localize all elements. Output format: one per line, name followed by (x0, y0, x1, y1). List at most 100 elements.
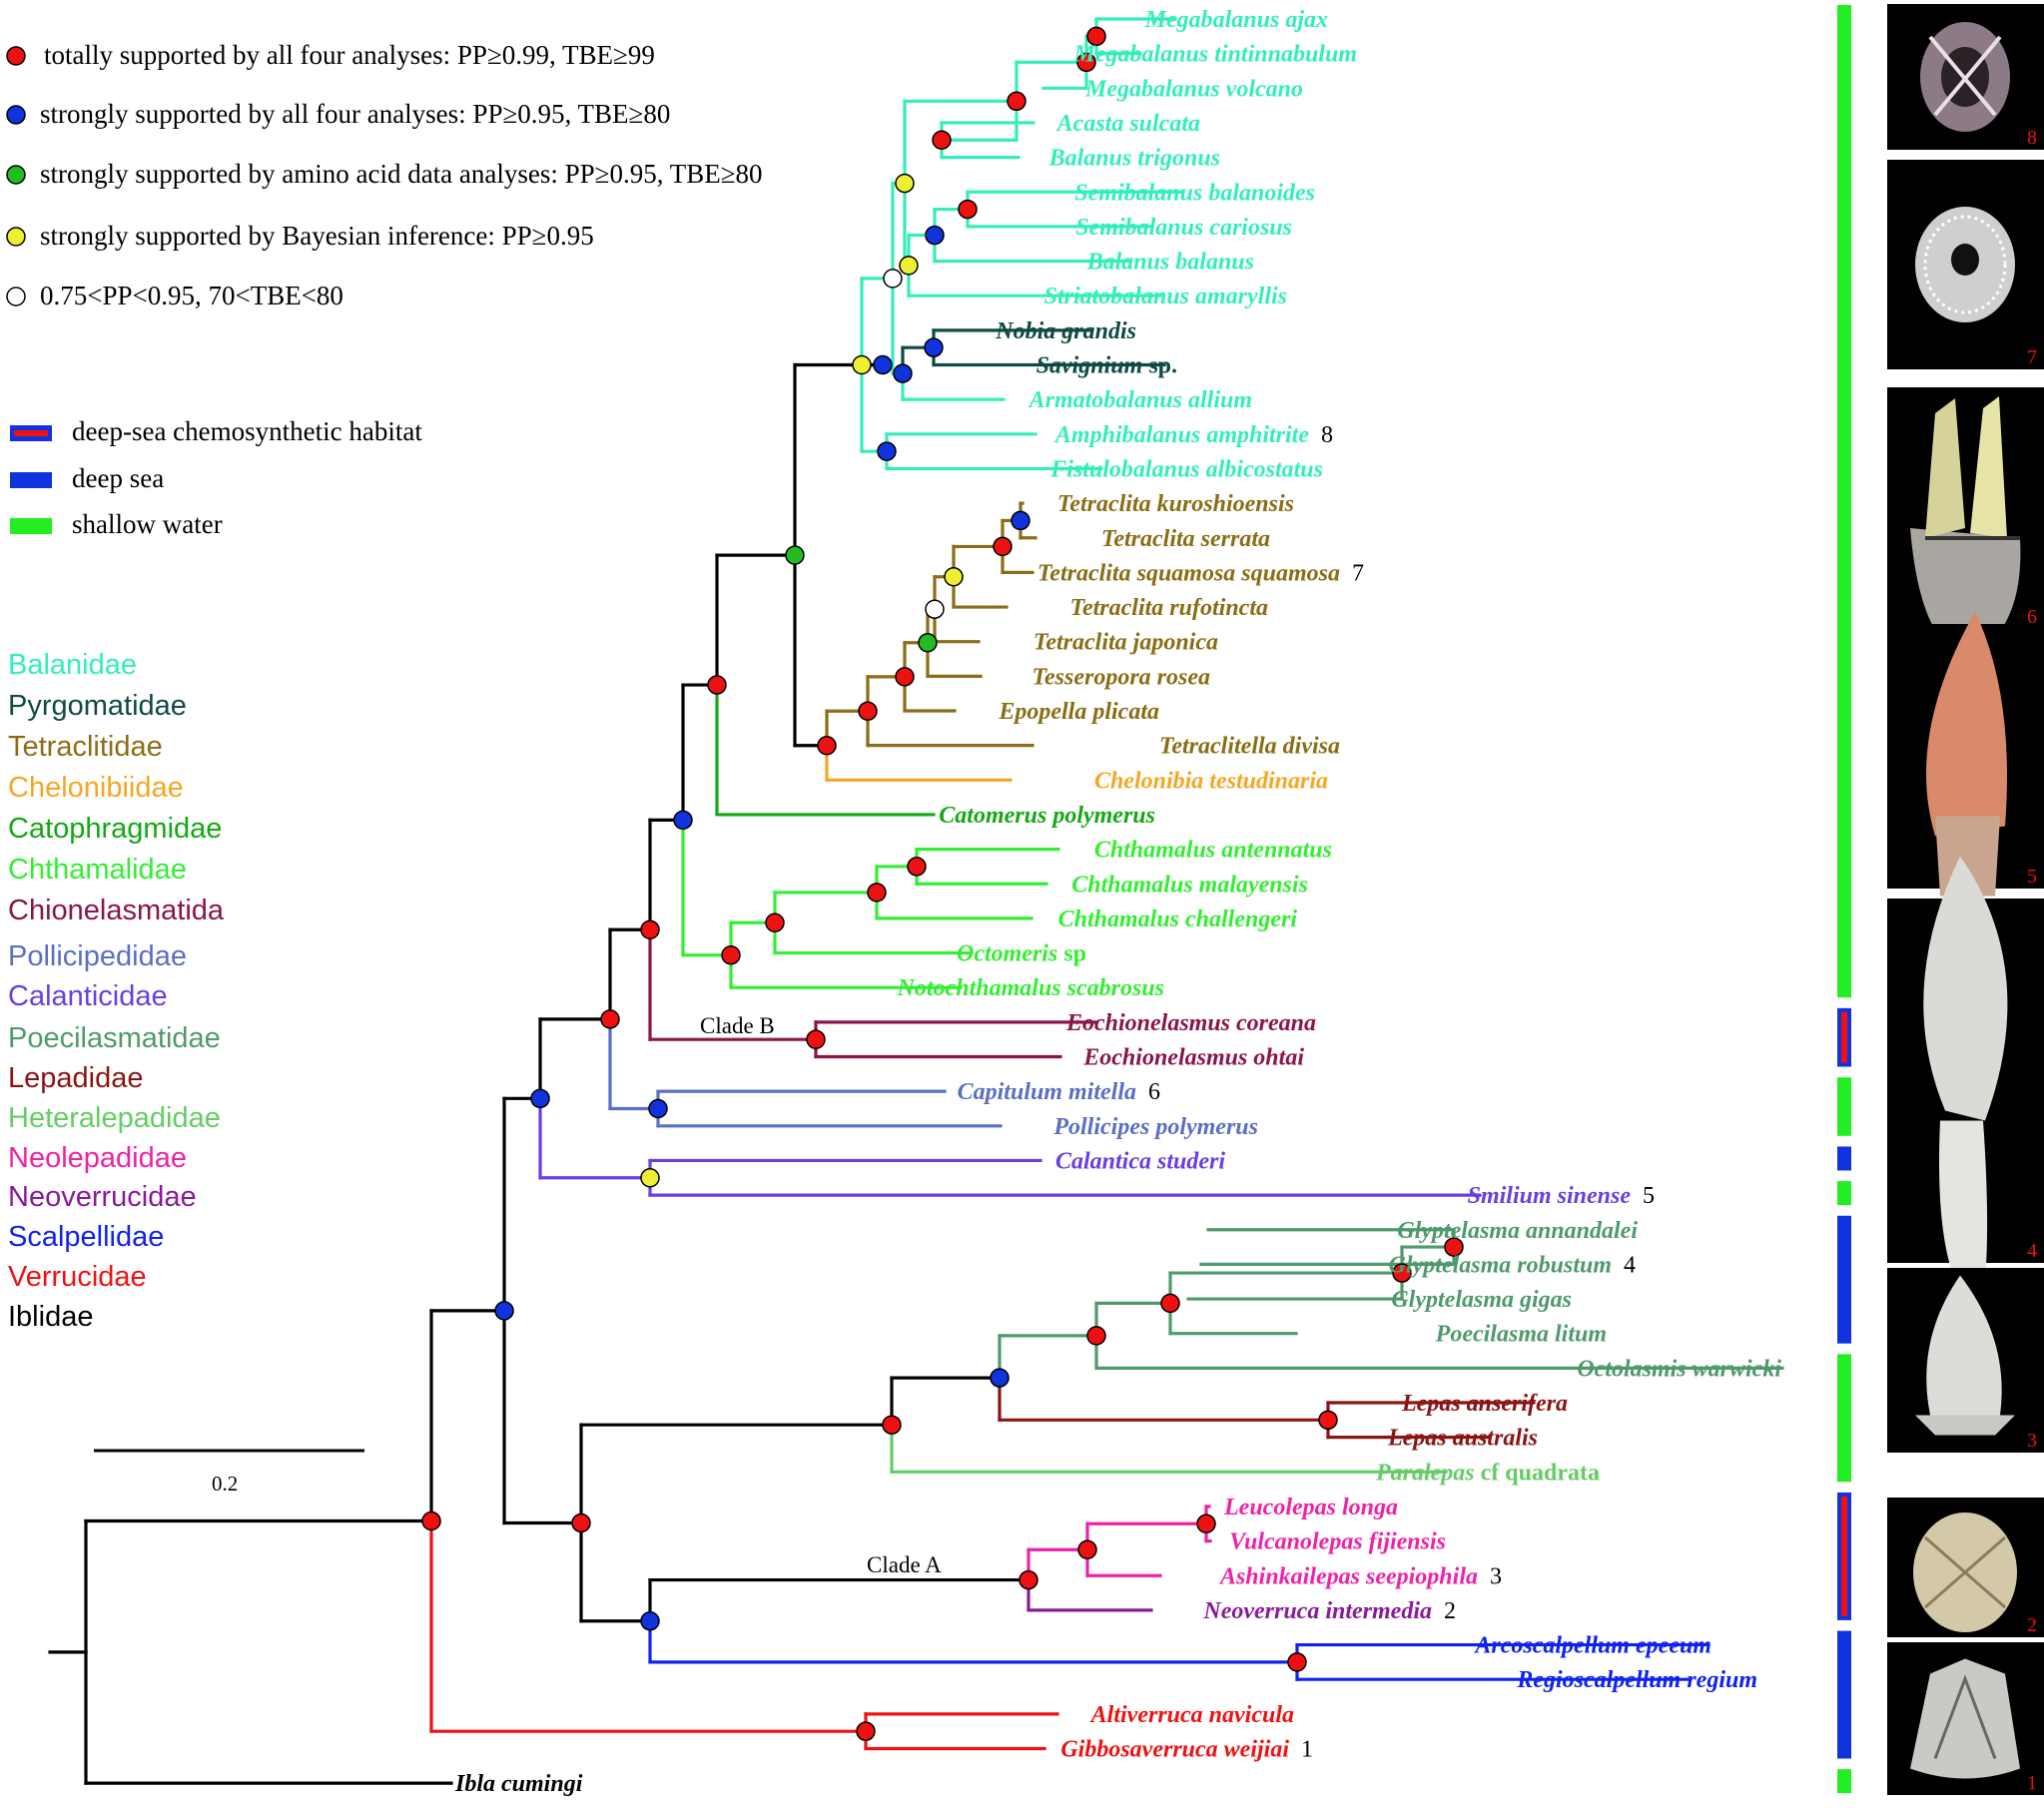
legend-white-label: 0.75<PP<0.95, 70<TBE<80 (40, 281, 343, 310)
photo-number: 2 (2027, 1614, 2037, 1636)
photo-ref-number: 1 (1301, 1737, 1313, 1763)
habitat-segment (1837, 1146, 1851, 1171)
taxon-name: Octolasmis warwicki (1577, 1356, 1781, 1382)
habitat-segment (1837, 1630, 1851, 1759)
support-node (899, 256, 919, 276)
taxon-label: Ashinkailepas seepiophila (1218, 1563, 1478, 1589)
taxon-label: Notochthamalus scabrosus (897, 975, 1164, 1001)
support-legend: totally supported by all four analyses: … (6, 40, 763, 310)
taxon-name: Tetraclita serrata (1101, 526, 1270, 552)
habitat-segment (1837, 5, 1851, 998)
habitat-segment (1837, 1215, 1851, 1344)
taxon-name: Catomerus polymerus (939, 803, 1155, 829)
taxon-name: Ibla cumingi (454, 1771, 583, 1797)
taxon-label: Octolasmis warwicki (1577, 1356, 1781, 1382)
taxon-label: Octomeris sp (957, 941, 1086, 967)
family-legend-item: Pyrgomatidae (8, 690, 187, 722)
taxon-label: Striatobalanus amaryllis (1044, 284, 1287, 309)
taxon-label: Eochionelasmus ohtai (1082, 1045, 1304, 1071)
family-legend-item: Neoverrucidae (8, 1181, 197, 1213)
taxon-name: Tetraclita squamosa squamosa (1037, 560, 1340, 586)
legend-red-dot (6, 46, 26, 66)
photo-ref-number: 7 (1352, 560, 1364, 586)
specimen-photo: 2 (1887, 1498, 2044, 1637)
taxon-label: Paralepas cf quadrata (1375, 1460, 1600, 1486)
clade-labels: Clade B Clade A (700, 1013, 942, 1577)
support-node (571, 1512, 591, 1533)
specimen-photo: 7 (1887, 160, 2044, 369)
support-node (958, 199, 978, 220)
support-node (907, 857, 927, 877)
specimen-photo: 4 (1887, 856, 2044, 1281)
taxon-label: Chelonibia testudinaria (1094, 768, 1328, 794)
family-legend-item: Lepadidae (8, 1062, 143, 1094)
scale-bar-label: 0.2 (212, 1472, 238, 1496)
support-node (1076, 52, 1096, 73)
taxon-name: Acasta sulcata (1055, 111, 1200, 137)
taxon-label: Poecilasma litum (1435, 1322, 1607, 1348)
taxon-label: Neoverruca intermedia (1202, 1598, 1432, 1624)
specimen-drawing (1913, 1512, 2017, 1632)
photo-number: 3 (2027, 1430, 2037, 1452)
taxon-name: Tesseropora rosea (1032, 664, 1210, 690)
habitat-chemo-stripe (1841, 1011, 1847, 1063)
support-node (1392, 1263, 1412, 1283)
taxon-suffix: sp. (1142, 353, 1177, 379)
support-nodes (421, 26, 1464, 1741)
taxon-name: Balanus balanus (1086, 250, 1254, 276)
taxon-name: Striatobalanus amaryllis (1044, 284, 1287, 309)
taxon-label: Calantica studeri (1055, 1148, 1225, 1174)
legend-blue-dot (6, 105, 26, 125)
specimen-drawing (1920, 22, 2010, 132)
taxon-label: Capitulum mitella (958, 1079, 1136, 1105)
specimen-photo: 6 (1887, 387, 2044, 658)
taxon-name: Tetraclita kuroshioensis (1057, 491, 1294, 517)
taxon-label: Semibalanus balanoides (1074, 180, 1315, 206)
support-node (852, 354, 872, 375)
taxon-name: Glyptelasma gigas (1391, 1287, 1572, 1313)
legend-yellow-dot (6, 227, 26, 247)
family-legend-item: Pollicipedidae (8, 940, 187, 972)
family-legend-item: Chionelasmatida (8, 895, 225, 926)
photo-ref-number: 6 (1148, 1079, 1160, 1105)
specimen-photo: 5 (1887, 611, 2044, 897)
taxon-name: Savignium (1036, 353, 1143, 379)
support-node (883, 269, 903, 289)
support-node (1019, 1569, 1038, 1590)
taxon-name: Neoverruca intermedia (1202, 1598, 1432, 1624)
support-node (918, 633, 938, 653)
support-node (895, 173, 915, 194)
taxon-name: Poecilasma litum (1435, 1322, 1607, 1348)
taxon-name: Regioscalpellum regium (1516, 1667, 1757, 1693)
taxon-label: Fistulobalanus albicostatus (1049, 456, 1323, 482)
taxon-label: Tesseropora rosea (1032, 664, 1210, 690)
taxon-suffix: sp (1057, 941, 1086, 967)
photo-number: 1 (2027, 1772, 2037, 1794)
taxon-label: Chthamalus malayensis (1071, 872, 1308, 898)
taxon-label: Megabalanus ajax (1144, 7, 1328, 33)
support-node (895, 667, 915, 687)
support-node (944, 566, 964, 587)
support-node (925, 225, 945, 246)
specimen-photo: 1 (1887, 1642, 2044, 1795)
taxon-name: Tetraclita japonica (1033, 630, 1218, 656)
legend-blue-label: strongly supported by all four analyses:… (40, 99, 670, 129)
taxon-name: Chthamalus challengeri (1058, 906, 1298, 932)
support-node (530, 1088, 550, 1109)
support-node (925, 599, 945, 619)
family-legend-item: Iblidae (8, 1301, 93, 1333)
support-node (1444, 1237, 1464, 1257)
support-node (600, 1009, 620, 1029)
support-node (673, 810, 693, 831)
taxon-name: Chthamalus antennatus (1094, 838, 1332, 864)
taxon-label: Regioscalpellum regium (1516, 1667, 1757, 1693)
support-node (882, 1415, 902, 1435)
taxon-label: Chthamalus challengeri (1058, 906, 1298, 932)
habitat-segment (1837, 1181, 1851, 1206)
support-node (640, 1610, 660, 1631)
legend-white-dot (6, 287, 26, 306)
support-node (1318, 1410, 1338, 1431)
taxon-name: Semibalanus balanoides (1074, 180, 1315, 206)
